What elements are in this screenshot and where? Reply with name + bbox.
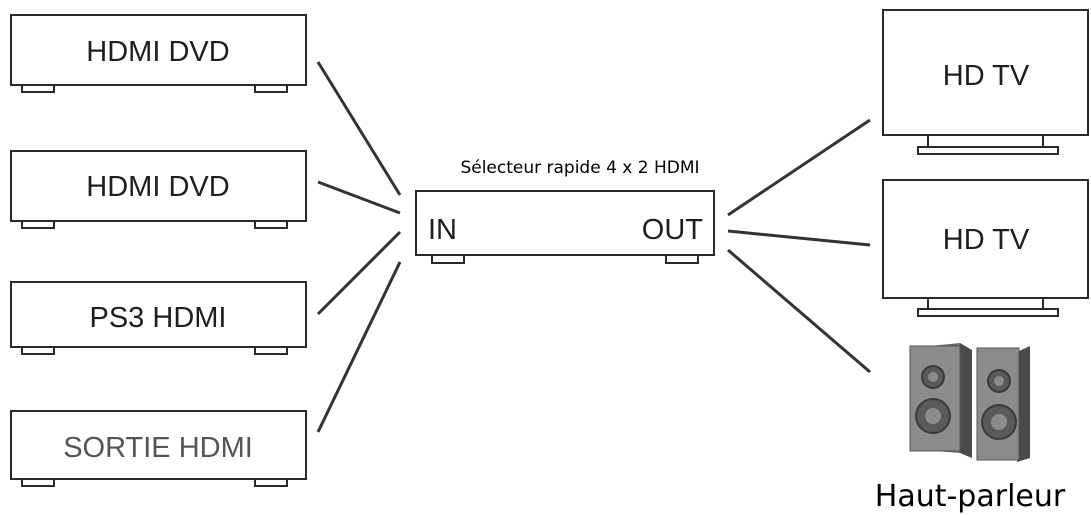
- connection-source-1: [316, 61, 402, 196]
- source-device-3: PS3 HDMI: [10, 281, 307, 355]
- switch-caption: Sélecteur rapide 4 x 2 HDMI: [460, 158, 699, 178]
- switch-in-label: IN: [428, 214, 457, 246]
- source-device-2: HDMI DVD: [10, 150, 307, 229]
- speaker-caption: Haut-parleur: [875, 479, 1066, 514]
- source-label: SORTIE HDMI: [63, 432, 253, 464]
- connection-source-3: [316, 230, 402, 316]
- source-label: PS3 HDMI: [90, 302, 227, 334]
- output-tv-2: HD TV: [882, 179, 1089, 317]
- output-tv-1: HD TV: [882, 9, 1089, 155]
- hdmi-switch: Sélecteur rapide 4 x 2 HDMI IN OUT: [415, 158, 715, 264]
- connection-output-tv-2: [727, 229, 871, 247]
- connections: [316, 61, 871, 433]
- connection-source-4: [316, 261, 402, 433]
- connection-output-tv-1: [727, 118, 871, 217]
- speaker-icon: Haut-parleur: [875, 343, 1066, 514]
- tv-label: HD TV: [943, 224, 1030, 256]
- speaker-right: [976, 346, 1030, 462]
- source-device-1: HDMI DVD: [10, 14, 307, 93]
- source-label: HDMI DVD: [86, 171, 229, 203]
- connection-source-2: [317, 180, 401, 215]
- source-label: HDMI DVD: [86, 36, 229, 68]
- switch-out-label: OUT: [642, 214, 704, 246]
- speaker-left: [909, 343, 972, 458]
- connection-output-speaker: [727, 248, 871, 374]
- tv-label: HD TV: [943, 60, 1030, 92]
- source-device-4: SORTIE HDMI: [10, 410, 307, 487]
